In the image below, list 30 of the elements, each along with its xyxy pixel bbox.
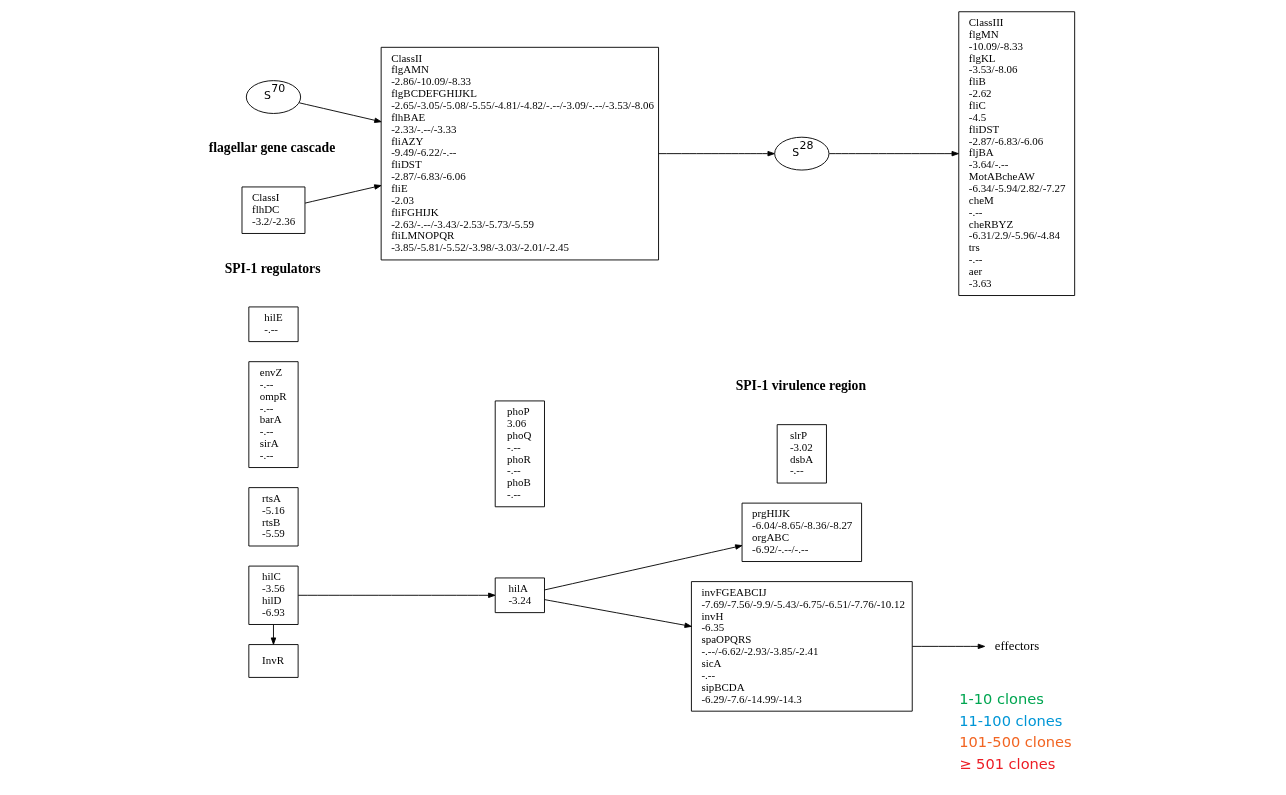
label: SPI-1 virulence region	[735, 378, 866, 394]
legend-label: 1-10 clones	[958, 689, 1044, 707]
arrow	[911, 643, 985, 650]
legend-label: ≥ 501 clones	[958, 755, 1055, 773]
node-box: ClassI flhDC -3.2/-2.36	[241, 186, 305, 234]
node-box: prgHIJK -6.04/-8.65/-8.36/-8.27 orgABC -6.92/-.--/-.--	[741, 502, 862, 562]
arrow	[657, 150, 775, 157]
label: flagellar gene cascade	[208, 140, 335, 156]
node-box: ClassII flgAMN -2.86/-10.09/-8.33 flgBCDEFGHIJKL -2.65/-3.05/-5.08/-5.55/-4.81/-4.82/-.--/-3.09/-.--/-3.53/-8.06 flhBAE -2.33/-.--/-3.33 fliAZY -9.49/-6.22/-.-- fliDST -2.87/-6.83/-6.06 fliE -2.03 fliFGHIJK -2.63/-.--/-3.43/-2.53/-5.73/-5.59 fliLMNOPQR -3.85/-5.81/-5.52/-3.98/-3.03/-2.01/-2.45	[380, 46, 659, 261]
label: SPI-1 regulators	[224, 260, 320, 276]
node-box: InvR	[247, 644, 299, 678]
arrow	[828, 150, 959, 157]
node-text: effectors	[994, 638, 1039, 653]
node-box: hilA -3.24	[494, 577, 545, 614]
node-box: ClassIII flgMN -10.09/-8.33 flgKL -3.53/-8.06 fliB -2.62 fliC -4.5 fliDST -2.87/-6.83/-6.06 fljBA -3.64/-.-- MotABcheAW -6.34/-5.94/2.82/-7.27 cheM -.-- cheRBYZ -6.31/2.9/-5.96/-4.84 trs -.-- aer -3.63	[957, 11, 1075, 296]
node-box: rtsA -5.16 rtsB -5.59	[247, 487, 299, 547]
node-box: phoP 3.06 phoQ -.-- phoR -.-- phoB -.--	[494, 400, 545, 508]
legend-label: 11-100 clones	[958, 711, 1062, 729]
legend-label: 101-500 clones	[958, 733, 1072, 751]
arrow	[270, 624, 276, 645]
arrow	[543, 599, 692, 628]
node-box: slrP -3.02 dsbA -.--	[776, 424, 827, 484]
arrow	[543, 544, 742, 591]
node-box: invFGEABCIJ -7.69/-7.56/-9.9/-5.43/-6.75/-6.51/-7.76/-10.12 invH -6.35 spaOPQRS -.--/-6.62/-2.93/-3.85/-2.41 sicA -.-- sipBCDA -6.29/-7.6/-14.99/-14.3	[690, 581, 913, 712]
node-box: hilC -3.56 hilD -6.93	[247, 565, 299, 625]
arrow	[298, 102, 382, 123]
arrow	[297, 592, 495, 598]
node-box: envZ -.-- ompR -.-- barA -.-- sirA -.--	[247, 361, 299, 468]
node-box: hilE -.--	[247, 306, 299, 343]
arrow	[304, 184, 381, 204]
